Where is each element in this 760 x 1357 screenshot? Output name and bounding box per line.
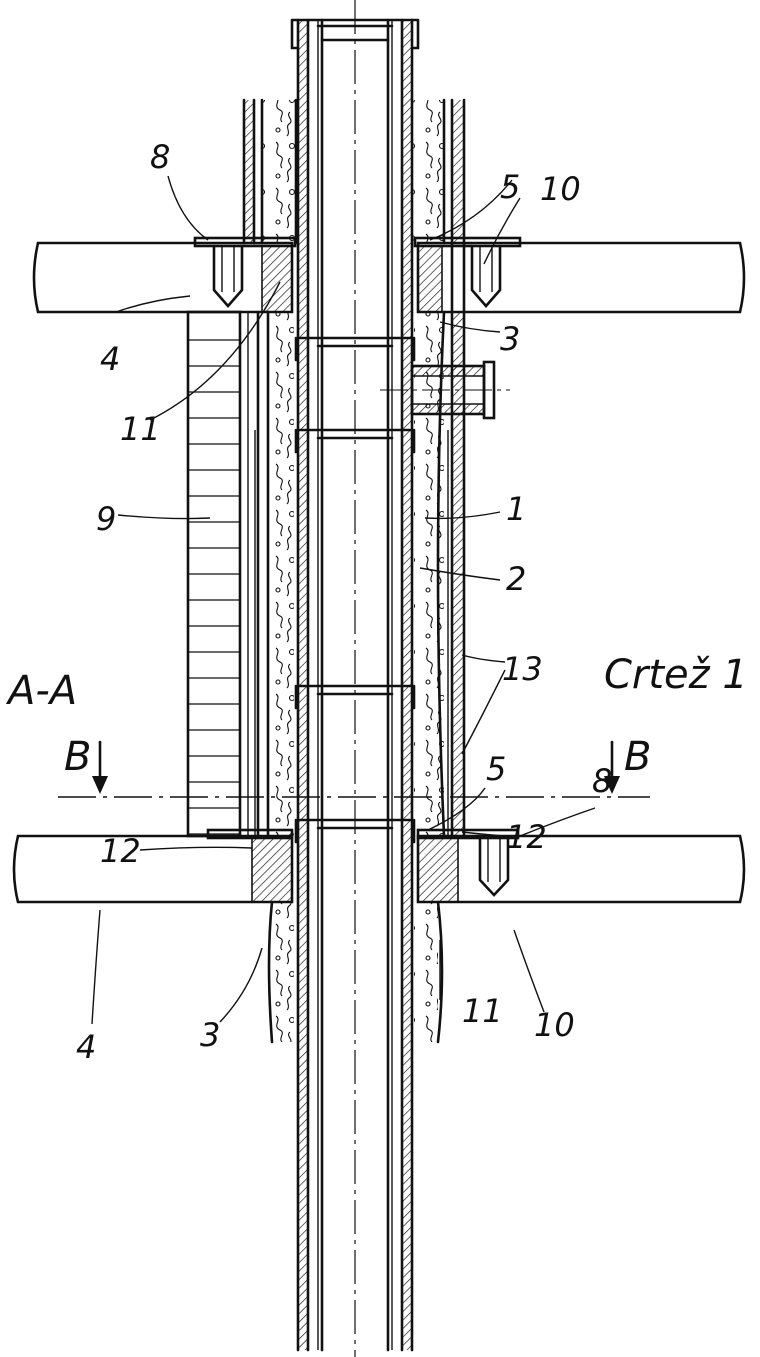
- label-8: 8: [150, 138, 170, 176]
- leader-lines: [91, 175, 596, 1025]
- label-11-lower: 11: [462, 992, 503, 1030]
- insulation-left: [260, 98, 298, 1044]
- brick-wall: [186, 310, 260, 838]
- pipe-joint: [294, 684, 416, 710]
- label-5: 5: [500, 168, 520, 206]
- side-branch: [380, 360, 510, 420]
- section-label: A-A: [5, 668, 77, 714]
- label-4: 4: [100, 340, 120, 378]
- insulation-right: [412, 98, 446, 1044]
- part-labels: 8 5 10 4 3 11 9 1 2 13 12 12 5 8 3 11 10…: [5, 138, 748, 1066]
- label-8-lower: 8: [592, 762, 612, 800]
- central-pipe: [290, 0, 420, 1357]
- section-marker-right: B: [624, 734, 651, 780]
- figure-title: Crtež 1: [604, 652, 748, 698]
- label-9: 9: [96, 500, 116, 538]
- label-13: 13: [502, 650, 543, 688]
- label-2: 2: [506, 560, 526, 598]
- upper-floor-slab: [32, 236, 746, 314]
- label-1: 1: [506, 490, 526, 528]
- section-line-b-b: [58, 740, 650, 798]
- section-marker-left: B: [64, 734, 91, 780]
- label-3: 3: [500, 320, 520, 358]
- label-10-lower: 10: [534, 1006, 575, 1044]
- pipe-joint: [294, 336, 416, 362]
- label-3-lower: 3: [200, 1016, 220, 1054]
- label-5-lower: 5: [486, 750, 506, 788]
- label-10: 10: [540, 170, 581, 208]
- label-4-lower: 4: [76, 1028, 96, 1066]
- support-rods: [254, 430, 449, 836]
- label-11: 11: [120, 410, 161, 448]
- label-12-left: 12: [100, 832, 141, 870]
- label-12-right: 12: [506, 818, 547, 856]
